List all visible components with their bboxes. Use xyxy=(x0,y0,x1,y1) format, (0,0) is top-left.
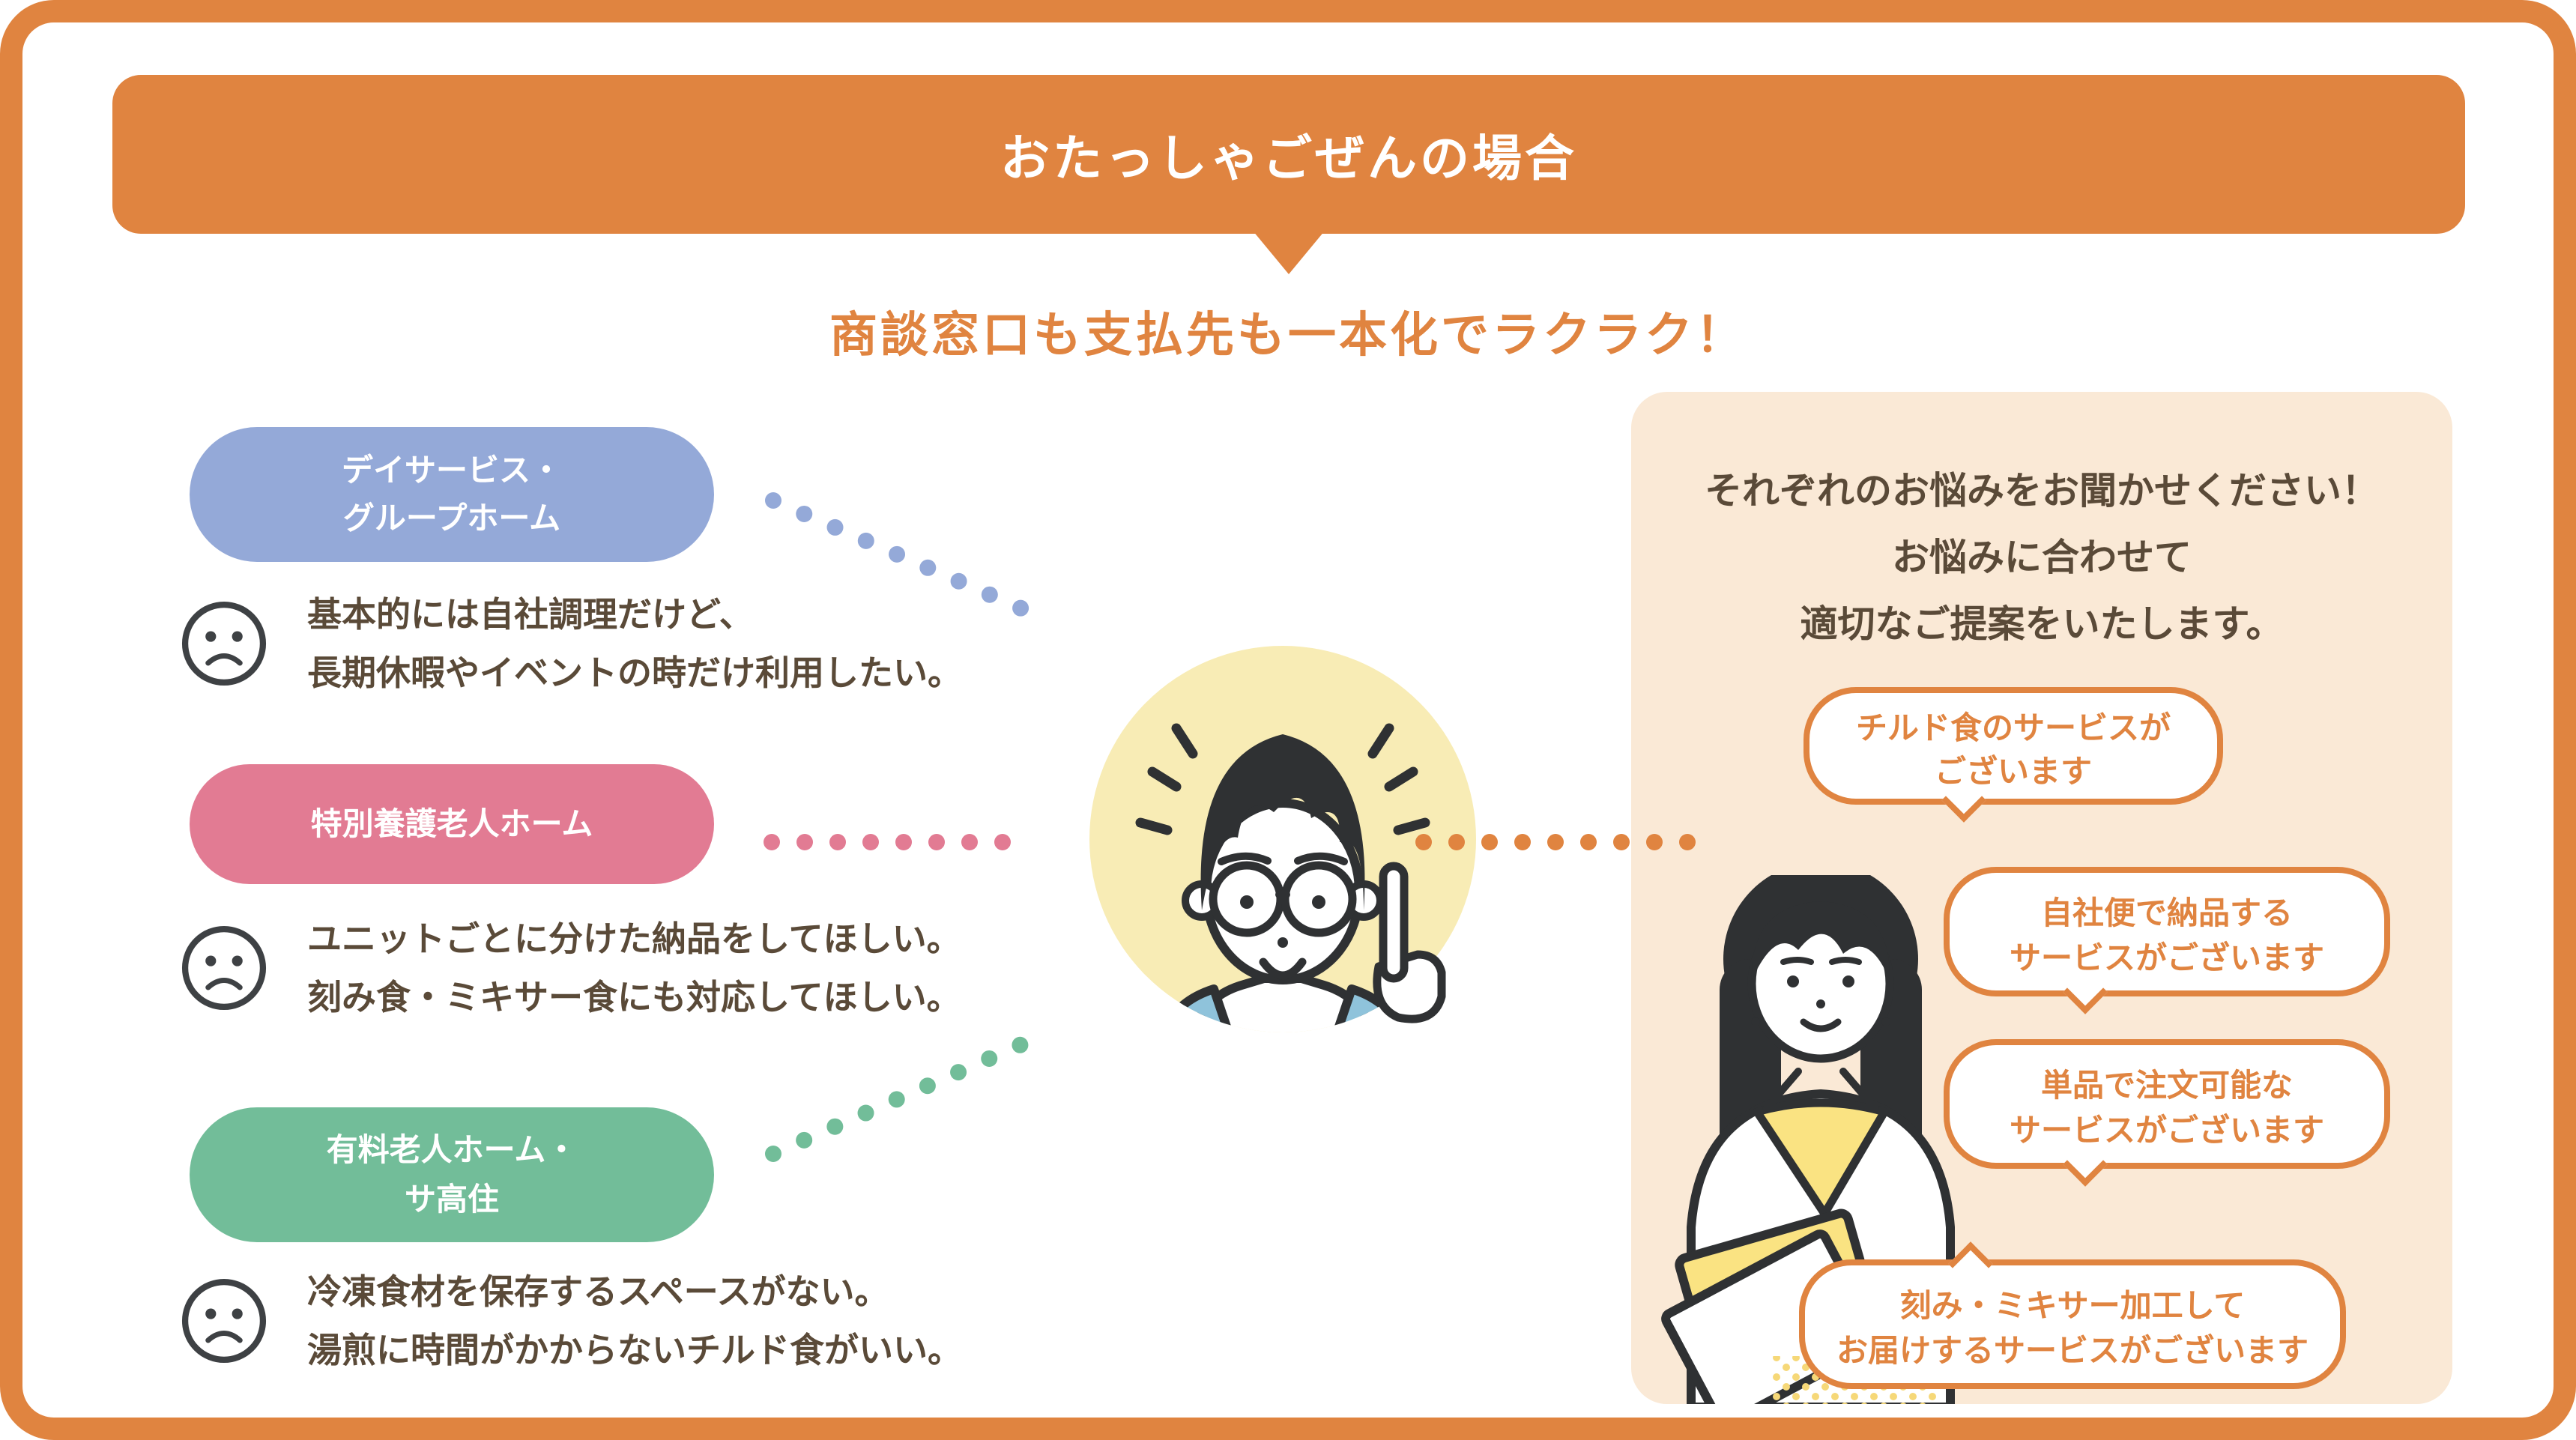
pointing-hand xyxy=(1373,862,1446,1023)
service-bubble-chilled-food: チルド食のサービスが ございます xyxy=(1803,687,2223,805)
bubble-line: チルド食のサービスが xyxy=(1855,710,2171,745)
concern-line: 冷凍食材を保存するスペースがない。 xyxy=(307,1272,889,1311)
panel-heading-line: お悩みに合わせて xyxy=(1892,536,2192,578)
facility-pill-day-service: デイサービス・ グループホーム xyxy=(190,427,714,562)
bubble-line: 刻み・ミキサー加工して xyxy=(1899,1288,2246,1323)
page-title: おたっしゃごぜんの場合 xyxy=(1000,130,1577,186)
bubble-line: お届けするサービスがございます xyxy=(1836,1333,2309,1368)
bubble-line: ございます xyxy=(1934,754,2092,789)
facility-pill-special-nursing-home: 特別養護老人ホーム xyxy=(190,764,714,884)
concern-day-service: 基本的には自社調理だけど、 長期休暇やイベントの時だけ利用したい。 xyxy=(180,585,1064,702)
subtitle: 商談窓口も支払先も一本化でラクラク！ xyxy=(829,308,1747,362)
concern-paid-home: 冷凍食材を保存するスペースがない。 湯煎に時間がかからないチルド食がいい。 xyxy=(180,1262,1064,1379)
pointing-man-illustration xyxy=(1089,646,1476,1032)
banner-pointer-triangle xyxy=(1253,231,1325,274)
bubble-line: サービスがございます xyxy=(2009,940,2324,975)
service-bubble-kizami-mixer: 刻み・ミキサー加工して お届けするサービスがございます xyxy=(1799,1259,2346,1389)
concern-line: 長期休暇やイベントの時だけ利用したい。 xyxy=(307,653,962,692)
sad-face-icon xyxy=(181,925,267,1011)
bubble-line: 自社便で納品する xyxy=(2040,895,2293,931)
pill-label-line: デイサービス・ xyxy=(341,453,562,488)
bubble-line: サービスがございます xyxy=(2009,1113,2324,1148)
panel-heading-line: それぞれのお悩みをお聞かせください！ xyxy=(1705,470,2379,512)
panel-heading: それぞれのお悩みをお聞かせください！ お悩みに合わせて 適切なご提案をいたします… xyxy=(1631,458,2452,658)
concern-line: 刻み食・ミキサー食にも対応してほしい。 xyxy=(307,978,961,1017)
connector-dots-green xyxy=(765,1026,1053,1162)
service-bubble-single-item: 単品で注文可能な サービスがございます xyxy=(1944,1039,2390,1169)
concern-line: 湯煎に時間がかからないチルド食がいい。 xyxy=(307,1331,962,1370)
pill-label-line: グループホーム xyxy=(342,500,561,536)
facility-pill-paid-home: 有料老人ホーム・ サ高住 xyxy=(190,1107,714,1242)
concern-line: ユニットごとに分けた納品をしてほしい。 xyxy=(307,919,961,958)
header-banner: おたっしゃごぜんの場合 xyxy=(112,75,2465,234)
sad-face-icon xyxy=(181,1278,267,1364)
pill-label-line: サ高住 xyxy=(404,1182,499,1217)
sad-face-icon xyxy=(181,601,267,686)
concern-special-nursing-home: ユニットごとに分けた納品をしてほしい。 刻み食・ミキサー食にも対応してほしい。 xyxy=(180,910,1064,1026)
concern-line: 基本的には自社調理だけど、 xyxy=(307,595,754,634)
bubble-line: 単品で注文可能な xyxy=(2040,1068,2293,1103)
panel-heading-line: 適切なご提案をいたします。 xyxy=(1800,603,2284,645)
pill-label-line: 特別養護老人ホーム xyxy=(310,806,593,841)
pill-label-line: 有料老人ホーム・ xyxy=(326,1132,578,1167)
service-bubble-own-delivery: 自社便で納品する サービスがございます xyxy=(1944,867,2390,996)
